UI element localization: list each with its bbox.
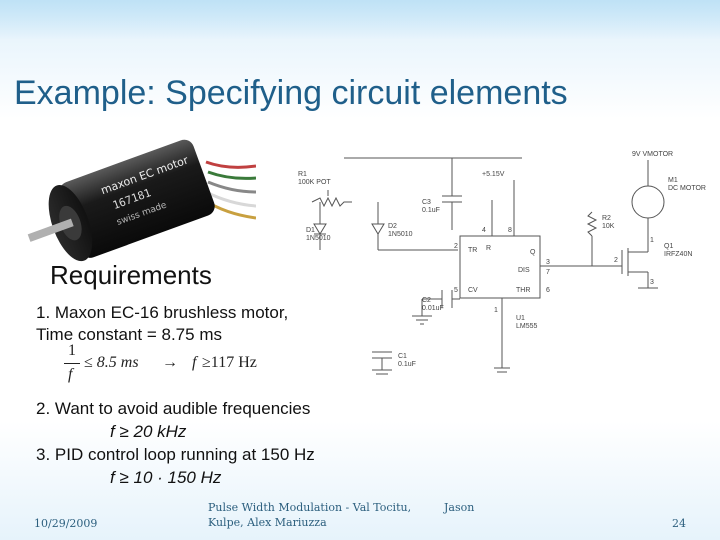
requirement-3-line-1: 3. PID control loop running at 150 Hz [36,445,315,464]
formula-lhs-relation: ≤ 8.5 ms [84,354,139,371]
label-555-dis: DIS [518,267,530,274]
label-q1: Q1 [664,243,673,250]
slide-title: Example: Specifying circuit elements [14,74,568,112]
requirement-3-line-2: f ≥ 10 · 150 Hz [110,468,222,487]
label-pin-5: 5 [454,287,458,294]
label-c1: C1 [398,353,407,360]
footer-date: 10/29/2009 [34,517,98,530]
requirement-2-line-1: 2. Want to avoid audible frequencies [36,399,311,418]
label-c2: C2 [422,297,431,304]
label-r1-value: 100K POT [298,179,331,186]
footer-presentation-line-2: Kulpe, Alex Mariuzza [208,516,327,529]
label-r2: R2 [602,215,611,222]
requirement-1-line-1: 1. Maxon EC-16 brushless motor, [36,303,289,322]
header-band [0,0,720,40]
label-c1-value: 0.1uF [398,361,416,368]
label-m1-value: DC MOTOR [668,185,706,192]
formula-fraction-bar [64,363,80,364]
label-d1: D1 [306,227,315,234]
label-555-tr: TR [468,247,477,254]
label-u1-value: LM555 [516,323,538,330]
label-c3: C3 [422,199,431,206]
label-q1-value: IRFZ40N [664,251,692,258]
label-d1-value: 1N5010 [306,235,331,242]
label-d2-value: 1N5010 [388,231,413,238]
label-plus-5v: +5.15V [482,171,505,178]
label-pin-8: 8 [508,227,512,234]
label-r2-value: 10K [602,223,615,230]
label-pin-1: 1 [494,307,498,314]
label-pin-2: 2 [454,243,458,250]
label-555-q: Q [530,249,536,256]
label-c2-value: 0.01uF [422,305,444,312]
label-c3-value: 0.1uF [422,207,440,214]
requirements-heading: Requirements [50,260,212,290]
formula-arrow: → [162,354,178,371]
formula-rhs-relation: ≥117 Hz [202,354,257,371]
label-r1: R1 [298,171,307,178]
footer-presentation-title: Pulse Width Modulation - Val Tocitu, Kul… [208,500,411,530]
label-555-cv: CV [468,287,478,294]
footer-page-number: 24 [672,517,686,530]
footer-presentation-line-1: Pulse Width Modulation - Val Tocitu, [208,501,412,514]
formula-numerator: 1 [68,342,76,359]
label-pin-4: 4 [482,227,486,234]
requirement-2-line-2: f ≥ 20 kHz [110,422,187,441]
label-q1-pin-1: 1 [650,237,654,244]
formula-denominator: f [68,366,73,383]
footer-presenter: Jason [444,501,475,514]
pwm-schematic: 9V VMOTOR R1 100K POT +5.15V C3 0.1uF D1… [292,140,720,384]
motor-photo: maxon EC motor 167181 swiss made [18,122,256,278]
label-q1-pin-2: 2 [614,257,618,264]
label-555-thr: THR [516,287,530,294]
formula-rhs-variable: f [192,354,197,371]
label-vmotor: 9V VMOTOR [632,151,673,158]
label-d2: D2 [388,223,397,230]
label-pin-7: 7 [546,269,550,276]
label-555-r: R [486,245,491,252]
requirement-1-line-2: Time constant = 8.75 ms [36,325,222,344]
label-pin-3: 3 [546,259,550,266]
label-m1: M1 [668,177,678,184]
label-u1: U1 [516,315,525,322]
label-q1-pin-3: 3 [650,279,654,286]
label-pin-6: 6 [546,287,550,294]
time-constant-formula: 1 f ≤ 8.5 ms → f ≥117 Hz [62,342,292,388]
